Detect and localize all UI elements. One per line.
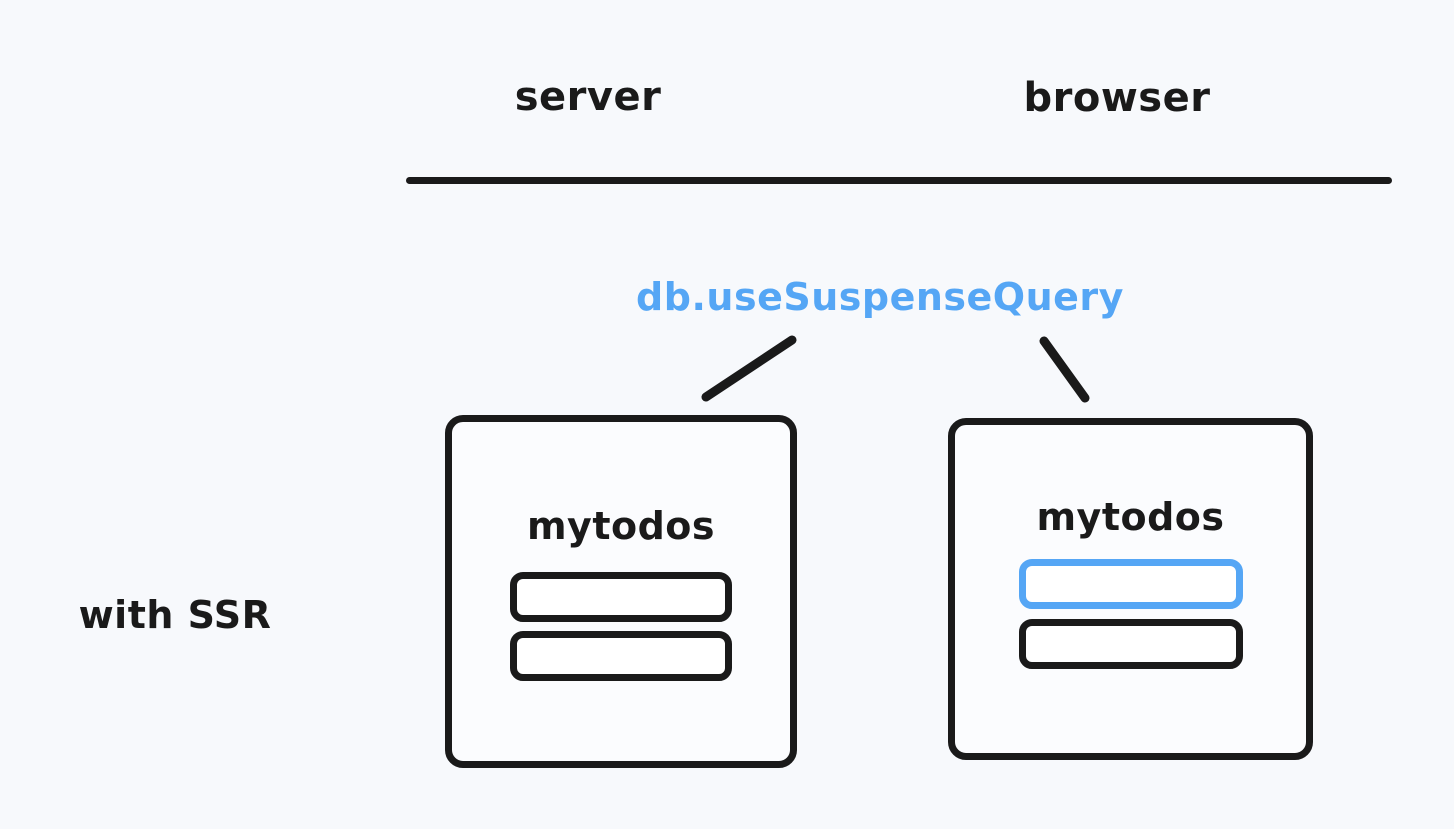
browser-todo-row-2: [1018, 619, 1243, 669]
column-header-server: server: [514, 74, 662, 120]
header-divider-rule: [406, 177, 1392, 184]
browser-todo-row-1-highlighted: [1018, 559, 1243, 609]
server-todo-row-1: [510, 572, 732, 622]
server-todo-row-2: [510, 631, 732, 681]
browser-todo-list: [1018, 559, 1243, 669]
server-todo-list: [510, 572, 732, 681]
connector-to-server-line: [701, 335, 797, 402]
browser-app-title: mytodos: [1036, 495, 1225, 539]
column-header-browser: browser: [1023, 75, 1211, 121]
hook-label-use-suspense-query: db.useSuspenseQuery: [636, 275, 1124, 319]
browser-app-box: mytodos: [948, 418, 1313, 760]
server-app-title: mytodos: [526, 504, 716, 548]
connector-to-browser-line: [1039, 336, 1090, 403]
server-app-box: mytodos: [445, 415, 797, 768]
scenario-caption-with-ssr: with SSR: [78, 593, 272, 637]
